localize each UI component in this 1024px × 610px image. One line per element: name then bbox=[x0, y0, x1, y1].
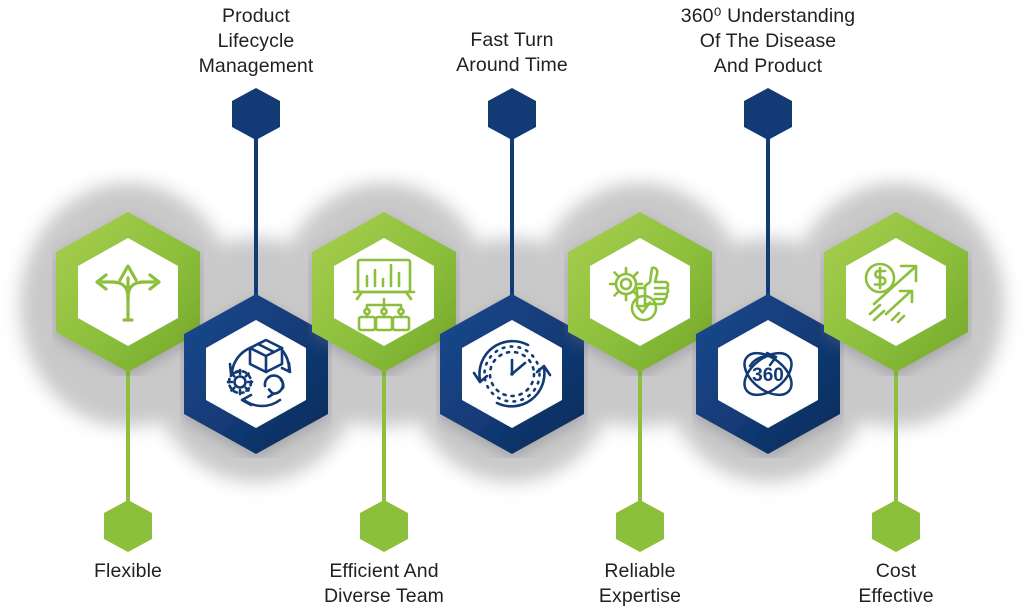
connector-stem-flexible bbox=[126, 330, 130, 506]
connector-stem-360-understanding bbox=[766, 130, 770, 320]
node-hexagon-cost-effective[interactable] bbox=[872, 500, 920, 552]
hex-tile-360-understanding[interactable]: 360 bbox=[692, 290, 844, 458]
label-cost-effective: Cost Effective bbox=[858, 560, 934, 607]
hex-tile-cost-effective[interactable] bbox=[820, 208, 972, 376]
node-hexagon-360-understanding[interactable] bbox=[744, 88, 792, 140]
360-orbit-icon: 360 bbox=[743, 351, 793, 397]
box-gear-recycle-icon bbox=[226, 338, 292, 408]
label-360-understanding: 360⁰ Understanding Of The Disease And Pr… bbox=[680, 5, 856, 77]
label-reliable-expertise: Reliable Expertise bbox=[598, 560, 682, 607]
svg-text:360: 360 bbox=[752, 365, 784, 386]
hex-tile-reliable-expertise[interactable] bbox=[564, 208, 716, 376]
label-flexible: Flexible bbox=[94, 560, 162, 582]
node-hexagon-efficient-and-diverse-team[interactable] bbox=[360, 500, 408, 552]
hex-tile-product-lifecycle-management[interactable] bbox=[180, 290, 332, 458]
node-hexagon-flexible[interactable] bbox=[104, 500, 152, 552]
label-efficient-and-diverse-team: Efficient And Diverse Team bbox=[323, 560, 445, 607]
connector-stem-fast-turn-around-time bbox=[510, 130, 514, 320]
gear-thumbsup-check-icon bbox=[608, 266, 670, 322]
hex-tile-flexible[interactable] bbox=[52, 208, 204, 376]
connector-stem-reliable-expertise bbox=[638, 330, 642, 506]
three-way-arrows-icon bbox=[95, 264, 161, 322]
label-fast-turn-around-time: Fast Turn Around Time bbox=[456, 29, 568, 76]
chart-org-tree-icon bbox=[352, 258, 416, 332]
connector-stem-efficient-and-diverse-team bbox=[382, 330, 386, 506]
hex-tile-fast-turn-around-time[interactable] bbox=[436, 290, 588, 458]
node-hexagon-reliable-expertise[interactable] bbox=[616, 500, 664, 552]
connector-stem-product-lifecycle-management bbox=[254, 130, 258, 320]
hex-tile-efficient-and-diverse-team[interactable] bbox=[308, 208, 460, 376]
clock-arrows-icon bbox=[472, 339, 552, 408]
node-hexagon-product-lifecycle-management[interactable] bbox=[232, 88, 280, 140]
label-product-lifecycle-management: Product Lifecycle Management bbox=[198, 5, 314, 77]
node-hexagon-fast-turn-around-time[interactable] bbox=[488, 88, 536, 140]
dollar-growth-arrows-icon bbox=[864, 262, 918, 324]
connector-stem-cost-effective bbox=[894, 330, 898, 506]
